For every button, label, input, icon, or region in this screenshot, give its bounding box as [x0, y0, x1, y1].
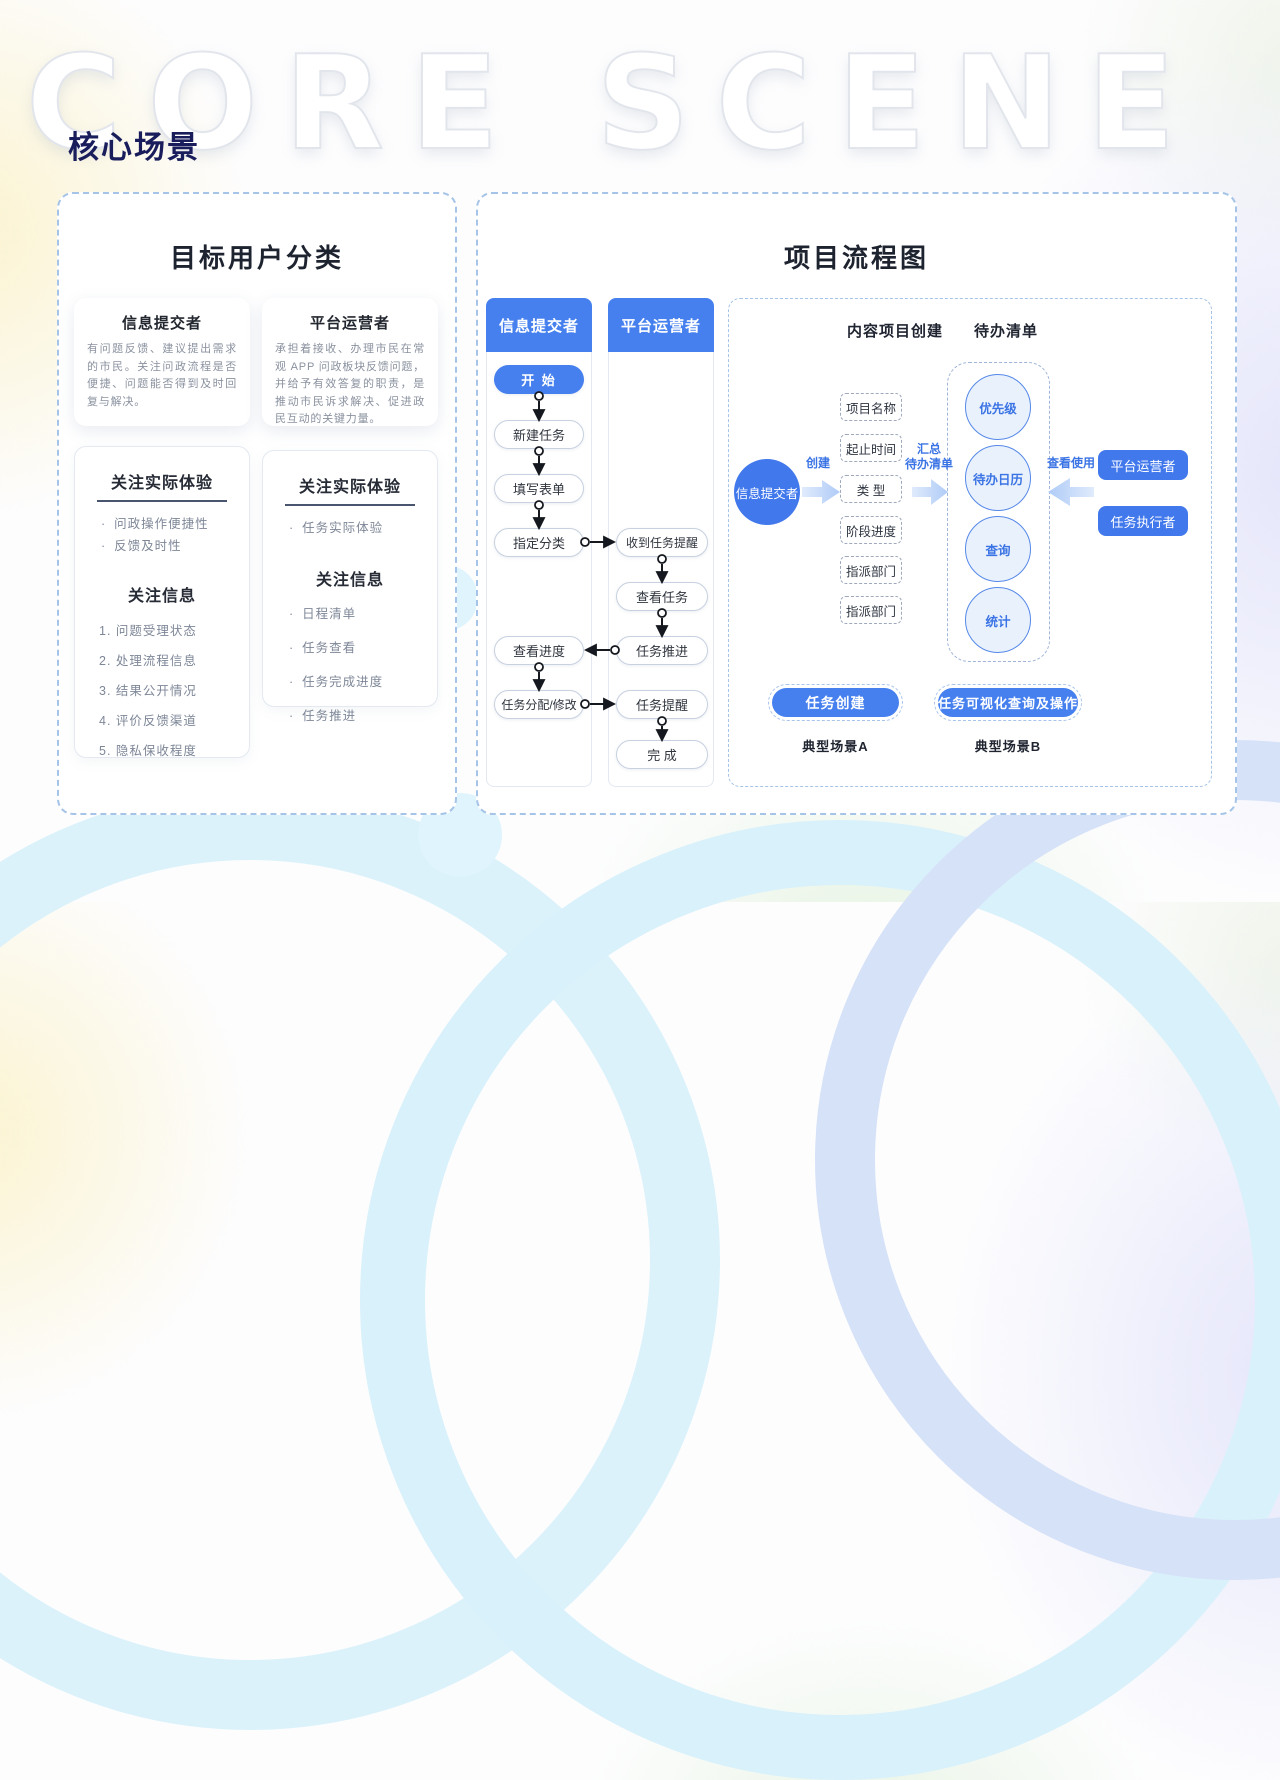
- flow-node: 查看任务: [616, 582, 708, 611]
- project-field: 类 型: [840, 475, 902, 503]
- info-title: 关注信息: [127, 587, 196, 605]
- project-flow-title: 项目流程图: [783, 243, 929, 273]
- todo-circle-stats: 统计: [965, 587, 1031, 653]
- create-label: 创建: [805, 456, 830, 470]
- flow-node: 查看进度: [494, 636, 584, 665]
- user-card-title: 信息提交者: [121, 315, 202, 332]
- info-item: 2. 处理流程信息: [99, 653, 197, 668]
- summary-label-line1: 汇总: [916, 442, 941, 456]
- summary-arrow-icon: [912, 479, 948, 505]
- flow-node: 收到任务提醒: [616, 528, 708, 557]
- detail-card-operator: 关注实际体验 任务实际体验 关注信息 日程清单 任务查看 任务完成进度 任务推进: [262, 450, 438, 723]
- user-card-desc: 承担着接收、办理市民在常观 APP 问政板块反馈问题，并给予有效答复的职责，是推…: [275, 343, 425, 426]
- flow-node: 任务提醒: [616, 690, 708, 719]
- lane-header-operator: 平台运营者: [608, 298, 714, 352]
- summary-label-line2: 待办清单: [904, 457, 953, 471]
- flow-node: 新建任务: [494, 420, 584, 449]
- scenario-b-button: 任务可视化查询及操作: [934, 684, 1082, 721]
- todo-circle-query: 查询: [965, 516, 1031, 582]
- flow-detail-box: [728, 298, 1212, 787]
- project-flow-panel: 项目流程图 信息提交者 平台运营者 开 始 新建任务 填写表单 指定分类 查看进…: [476, 192, 1237, 815]
- todo-circle-calendar: 待办日历: [965, 445, 1031, 511]
- watermark-text: CORE SCENE: [25, 27, 1202, 179]
- todo-list-heading: 待办清单: [973, 323, 1038, 340]
- experience-item: 反馈及时性: [101, 536, 249, 558]
- flow-node: 填写表单: [494, 474, 584, 503]
- flow-node: 任务分配/修改: [494, 690, 584, 719]
- target-users-panel: 目标用户分类 信息提交者 有问题反馈、建议提出需求的市民。关注问政流程是否便捷、…: [57, 192, 457, 815]
- info-item: 4. 评价反馈渠道: [99, 713, 197, 728]
- experience-item: 问政操作便捷性: [101, 514, 249, 536]
- title-underline: [97, 500, 227, 502]
- info-title: 关注信息: [315, 571, 384, 589]
- lane-body-submitter: [486, 352, 592, 787]
- title-underline: [285, 504, 415, 506]
- flow-node-start: 开 始: [494, 365, 584, 394]
- experience-title: 关注实际体验: [110, 475, 213, 492]
- flow-node-end: 完 成: [616, 740, 708, 769]
- info-item: 5. 隐私保收程度: [99, 743, 197, 758]
- lane-body-operator: [608, 352, 714, 787]
- project-field: 指派部门: [840, 556, 902, 584]
- flow-node: 任务推进: [616, 636, 708, 665]
- info-item: 3. 结果公开情况: [99, 683, 197, 698]
- content-project-heading: 内容项目创建: [846, 323, 943, 340]
- todo-container: [947, 362, 1050, 662]
- create-arrow-icon: [802, 480, 840, 504]
- scenario-a-button: 任务创建: [768, 684, 903, 721]
- user-card-desc: 有问题反馈、建议提出需求的市民。关注问政流程是否便捷、问题能否得到及时回复与解决…: [87, 343, 237, 408]
- view-use-arrow-icon: [1048, 478, 1094, 506]
- scenario-a-label: 典型场景A: [802, 739, 869, 754]
- summary-label: 汇总 待办清单: [896, 442, 962, 472]
- flow-node: 指定分类: [494, 528, 584, 557]
- info-item: 任务推进: [289, 706, 437, 728]
- lane-header-submitter: 信息提交者: [486, 298, 592, 352]
- info-item: 任务完成进度: [289, 672, 437, 694]
- page-title: 核心场景: [68, 130, 200, 165]
- experience-title: 关注实际体验: [298, 479, 401, 496]
- slide: CORE SCENE 核心场景 目标用户分类 信息提交者 有问题反馈、建议提出需…: [0, 0, 1280, 902]
- user-card-title: 平台运营者: [309, 315, 390, 332]
- scenario-b-label: 典型场景B: [974, 739, 1042, 754]
- target-users-title: 目标用户分类: [169, 243, 344, 273]
- todo-circle-priority: 优先级: [965, 374, 1031, 440]
- project-field: 指派部门: [840, 596, 902, 624]
- info-item: 1. 问题受理状态: [99, 623, 197, 638]
- user-card-submitter: 信息提交者 有问题反馈、建议提出需求的市民。关注问政流程是否便捷、问题能否得到及…: [74, 298, 250, 426]
- submitter-circle: 信息提交者: [734, 459, 800, 525]
- project-field: 起止时间: [840, 434, 902, 462]
- detail-card-submitter: 关注实际体验 问政操作便捷性 反馈及时性 关注信息 1. 问题受理状态 2. 处…: [74, 446, 250, 758]
- project-field: 阶段进度: [840, 516, 902, 544]
- user-card-operator: 平台运营者 承担着接收、办理市民在常观 APP 问政板块反馈问题，并给予有效答复…: [262, 298, 438, 426]
- project-field: 项目名称: [840, 393, 902, 421]
- info-item: 任务查看: [289, 638, 437, 660]
- experience-item: 任务实际体验: [289, 518, 437, 540]
- view-use-label: 查看使用: [1046, 456, 1095, 470]
- executor-pill: 任务执行者: [1098, 506, 1188, 536]
- operator-pill: 平台运营者: [1098, 450, 1188, 480]
- info-item: 日程清单: [289, 604, 437, 626]
